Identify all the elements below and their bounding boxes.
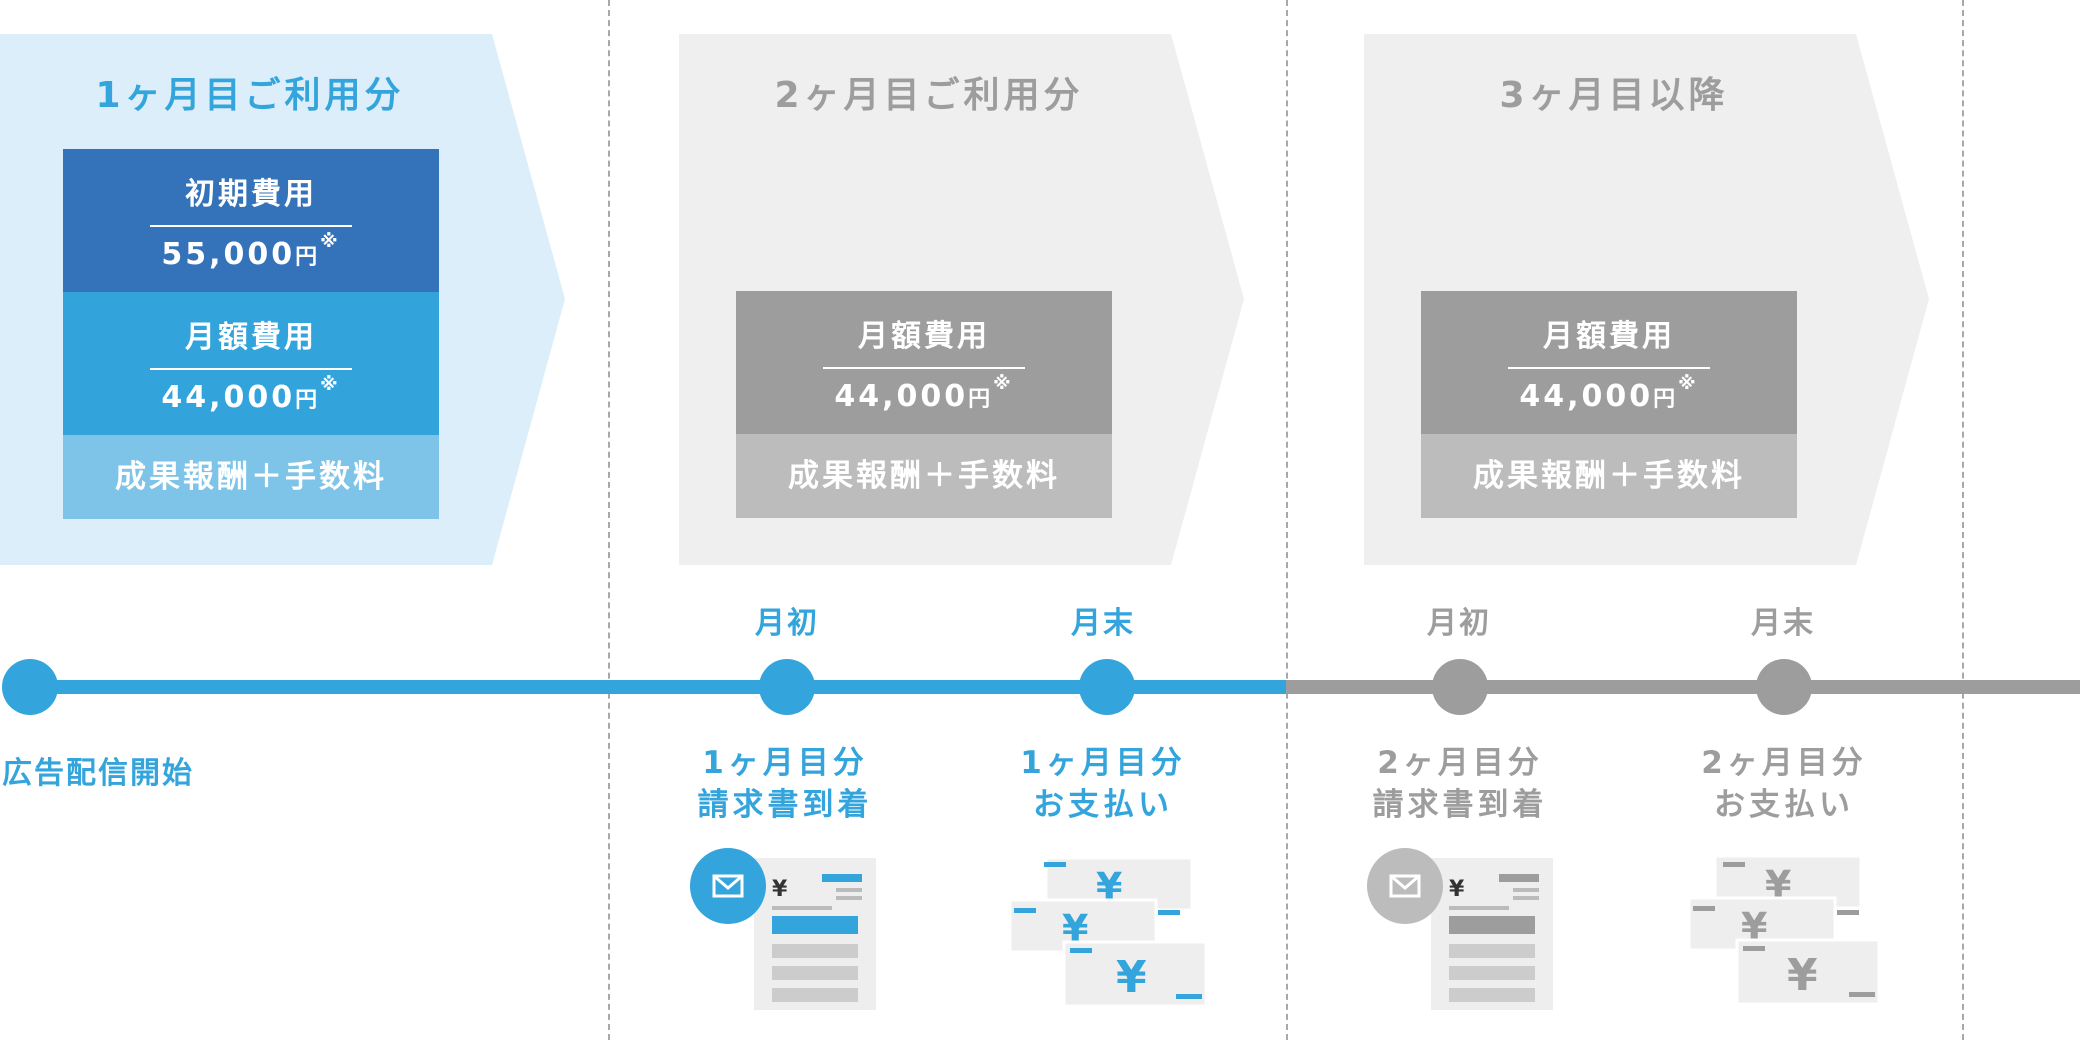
monthly-fee-rule — [1508, 367, 1710, 369]
monthly-fee-cell: 月額費用 44,000円※ — [1421, 291, 1797, 434]
divider-2 — [1286, 0, 1288, 1040]
initial-fee-cell: 初期費用 55,000円※ — [63, 149, 439, 292]
month-start-label-1: 月初 — [755, 606, 819, 641]
monthly-fee-label: 月額費用 — [185, 320, 317, 355]
commission-cell: 成果報酬＋手数料 — [63, 435, 439, 519]
timeline-node-3 — [1432, 659, 1488, 715]
yen-bills-icon: ¥ ¥ ¥ — [1008, 856, 1208, 1008]
initial-fee-amount: 55,000円※ — [161, 231, 341, 272]
timeline-node-2 — [1079, 659, 1135, 715]
stage-1-title: 1ヶ月目ご利用分 — [95, 75, 405, 116]
month-start-label-2: 月初 — [1427, 606, 1491, 641]
event-4-line2: お支払い — [1714, 787, 1854, 823]
event-3-line2: 請求書到着 — [1372, 787, 1548, 823]
stage-3-panel: 3ヶ月目以降 月額費用 44,000円※ 成果報酬＋手数料 — [1364, 34, 1929, 565]
yen-bills-icon: ¥ ¥ ¥ — [1687, 854, 1881, 1006]
monthly-fee-rule — [150, 368, 352, 370]
timeline-start-node — [2, 659, 58, 715]
invoice-mail-icon: ¥ — [690, 848, 876, 1010]
ad-start-label: 広告配信開始 — [2, 756, 194, 791]
event-1-label: 1ヶ月目分 請求書到着 — [655, 742, 915, 826]
event-2-line2: お支払い — [1033, 787, 1173, 823]
invoice-mail-icon: ¥ — [1367, 848, 1553, 1010]
stage-3-fee-box: 月額費用 44,000円※ 成果報酬＋手数料 — [1421, 291, 1797, 518]
event-2-label: 1ヶ月目分 お支払い — [973, 742, 1233, 826]
timeline-past — [30, 680, 1286, 694]
stage-1-panel: 1ヶ月目ご利用分 初期費用 55,000円※ 月額費用 44,000円※ 成果報… — [0, 34, 565, 565]
initial-fee-label: 初期費用 — [185, 177, 317, 212]
stage-2-fee-box: 月額費用 44,000円※ 成果報酬＋手数料 — [736, 291, 1112, 518]
event-2-line1: 1ヶ月目分 — [1020, 745, 1186, 781]
month-end-label-2: 月末 — [1751, 606, 1815, 641]
divider-3 — [1962, 0, 1964, 1040]
commission-cell: 成果報酬＋手数料 — [1421, 434, 1797, 518]
event-1-line1: 1ヶ月目分 — [702, 745, 868, 781]
divider-1 — [608, 0, 610, 1040]
bill-3-yen: ¥ — [1116, 952, 1147, 1003]
stage-1-fee-box: 初期費用 55,000円※ 月額費用 44,000円※ 成果報酬＋手数料 — [63, 149, 439, 553]
invoice-yen-text: ¥ — [772, 877, 788, 902]
monthly-fee-amount: 44,000円※ — [834, 373, 1014, 414]
event-4-label: 2ヶ月目分 お支払い — [1654, 742, 1914, 826]
timeline-node-4 — [1756, 659, 1812, 715]
monthly-fee-cell: 月額費用 44,000円※ — [736, 291, 1112, 434]
month-end-label-1: 月末 — [1071, 606, 1135, 641]
monthly-fee-label: 月額費用 — [1543, 319, 1675, 354]
event-1-line2: 請求書到着 — [697, 787, 873, 823]
monthly-fee-amount: 44,000円※ — [1519, 373, 1699, 414]
invoice-yen-text: ¥ — [1449, 877, 1465, 902]
timeline-node-1 — [759, 659, 815, 715]
timeline-future — [1286, 680, 2080, 694]
commission-cell: 成果報酬＋手数料 — [736, 434, 1112, 518]
monthly-fee-rule — [823, 367, 1025, 369]
event-4-line1: 2ヶ月目分 — [1701, 745, 1867, 781]
monthly-fee-amount: 44,000円※ — [161, 374, 341, 415]
monthly-fee-cell: 月額費用 44,000円※ — [63, 292, 439, 435]
initial-fee-rule — [150, 225, 352, 227]
event-3-line1: 2ヶ月目分 — [1377, 745, 1543, 781]
stage-2-title: 2ヶ月目ご利用分 — [774, 75, 1084, 116]
stage-2-panel: 2ヶ月目ご利用分 月額費用 44,000円※ 成果報酬＋手数料 — [679, 34, 1244, 565]
bill-3-yen: ¥ — [1787, 950, 1818, 1001]
monthly-fee-label: 月額費用 — [858, 319, 990, 354]
event-3-label: 2ヶ月目分 請求書到着 — [1330, 742, 1590, 826]
stage-3-title: 3ヶ月目以降 — [1499, 75, 1729, 116]
